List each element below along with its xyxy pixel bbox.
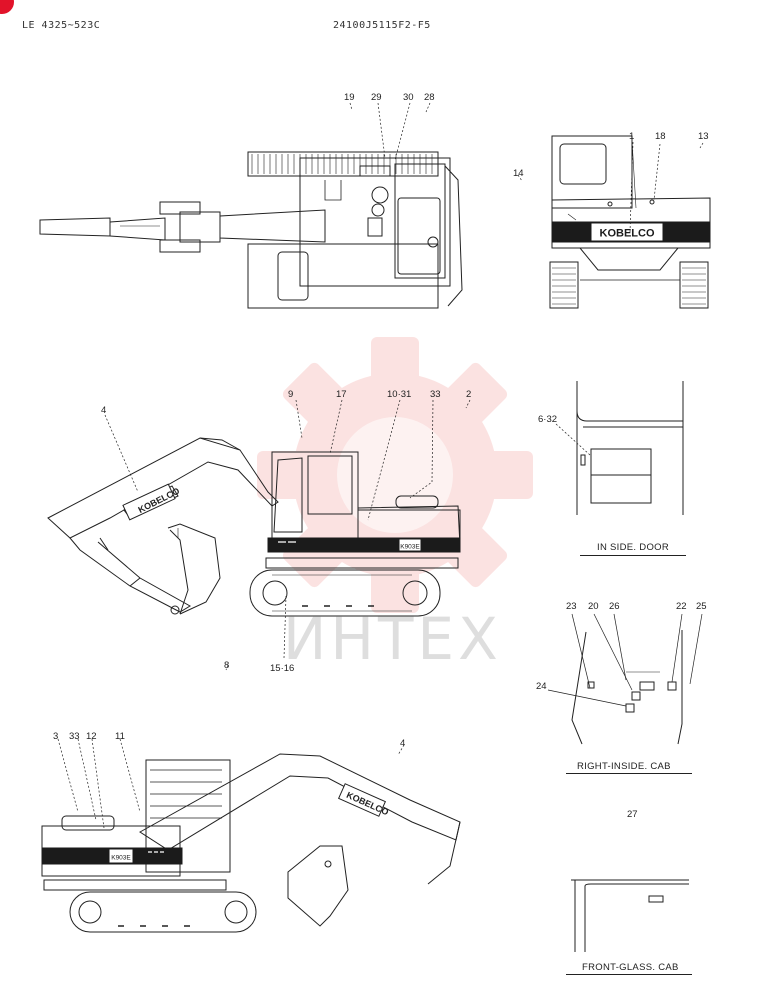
callout-label: 30 [403,92,414,103]
callout-label: 27 [627,809,638,820]
callout-label: 12 [86,731,97,742]
side-model-decal: K903E [400,544,420,551]
callout-label: 15·16 [270,663,295,674]
callout-label: 25 [696,601,707,612]
caption-underline [566,773,692,774]
callout-label: 17 [336,389,347,400]
callout-label: 9 [288,389,294,400]
callout-label: 2 [466,389,472,400]
callout-label: 4 [400,738,406,749]
callout-label: 1 [629,131,635,142]
callout-label: 6·32 [538,414,558,425]
right-inside-cab-drawing [571,630,683,745]
side-view-2-drawing: KOBELCO K903E [41,753,461,933]
callout-label: 24 [536,681,547,692]
callout-label: 33 [430,389,441,400]
callout-label: 18 [655,131,666,142]
callout-label: 8 [224,660,230,671]
callout-label: 19 [344,92,355,103]
callout-label: 13 [698,131,709,142]
rear-view-drawing: KOBELCO [549,135,711,309]
top-view-drawing [39,151,463,309]
caption-right-inside-cab: RIGHT-INSIDE. CAB [577,761,671,772]
side-view-drawing: KOBELCO K903E [47,437,461,617]
header-left-code: LE 4325~523C [22,20,101,31]
callout-label: 29 [371,92,382,103]
callout-label: 26 [609,601,620,612]
caption-underline [580,555,686,556]
rear-brand-label: KOBELCO [600,228,655,240]
caption-front-glass-cab: FRONT-GLASS. CAB [582,962,679,973]
header-drawing-number: 24100J5115F2-F5 [333,20,431,31]
callout-label: 23 [566,601,577,612]
caption-inside-door: IN SIDE. DOOR [597,542,669,553]
callout-label: 22 [676,601,687,612]
caption-underline [566,974,692,975]
callout-label: 10·31 [387,389,412,400]
callout-label: 33 [69,731,80,742]
front-glass-cab-drawing [571,879,689,952]
callout-label: 11 [115,731,125,742]
inside-door-drawing [576,381,684,515]
callout-label: 20 [588,601,599,612]
callout-label: 14 [513,168,524,179]
side2-model-decal: K903E [111,855,131,862]
callout-label: 28 [424,92,435,103]
callout-label: 3 [53,731,59,742]
callout-label: 4 [101,405,107,416]
